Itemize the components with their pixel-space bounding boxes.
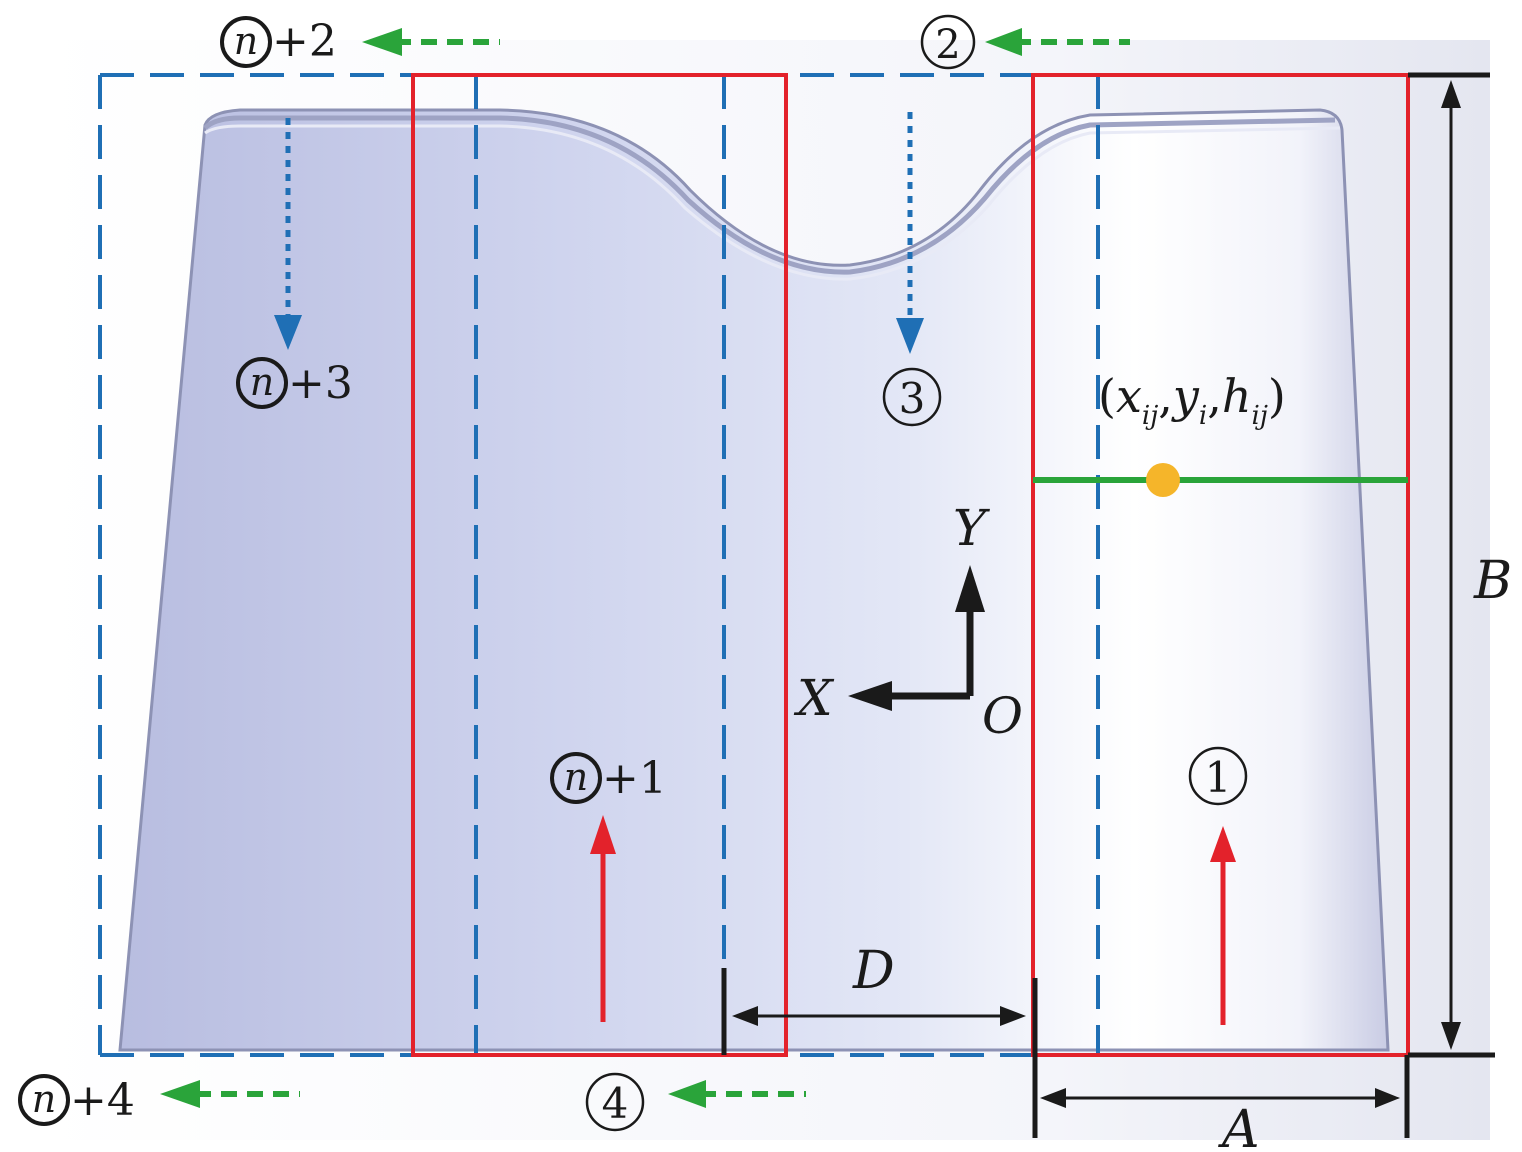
step-n2-suffix: +2 — [272, 16, 337, 67]
step-n1-marker: n +1 — [550, 752, 667, 804]
dim-A-label: A — [1218, 1100, 1260, 1152]
dim-B-label: B — [1473, 551, 1512, 611]
arrow-down-3-head — [896, 318, 924, 354]
step-n3-marker: n +3 — [236, 357, 353, 409]
arrow-left-4-head — [668, 1080, 706, 1108]
step-2-marker: 2 — [920, 14, 976, 70]
step-n4-suffix: +4 — [70, 1075, 135, 1126]
step-n2-marker: n +2 — [220, 16, 337, 68]
axis-x-label: X — [793, 669, 835, 727]
step-4-marker: 4 — [585, 1072, 645, 1132]
arrow-up-1-head — [1210, 826, 1236, 862]
dimension-A — [1032, 978, 1410, 1138]
dimension-B — [1408, 72, 1495, 1058]
coordinate-axes — [848, 565, 985, 711]
arrow-left-n4-head — [160, 1080, 200, 1108]
n-symbol: n — [250, 360, 274, 404]
arrow-down-n3-head — [274, 315, 302, 350]
step-1-marker: 1 — [1188, 746, 1248, 806]
step-2-label: 2 — [935, 22, 960, 68]
step-n1-suffix: +1 — [602, 753, 667, 804]
n-symbol: n — [32, 1077, 56, 1121]
arrow-left-n2-head — [362, 28, 402, 56]
step-4-label: 4 — [602, 1079, 629, 1128]
workpiece-rim — [203, 115, 1336, 275]
sample-point — [1146, 463, 1180, 497]
step-3-label: 3 — [899, 374, 926, 423]
green-arrows — [160, 28, 1130, 1108]
arrow-up-n1-head — [590, 815, 616, 854]
step-n4-marker: n +4 — [18, 1074, 135, 1126]
arrow-left-2-head — [985, 28, 1022, 56]
axis-y-label: Y — [953, 499, 990, 557]
dim-D-label: D — [852, 941, 895, 1001]
red-scan-path — [411, 73, 1410, 1057]
workpiece-body — [118, 108, 1390, 1052]
origin-label: O — [982, 687, 1023, 745]
step-1-label: 1 — [1205, 753, 1232, 802]
workpiece-rim-inner — [204, 124, 1341, 281]
step-3-marker: 3 — [882, 367, 942, 427]
n-symbol: n — [564, 755, 588, 799]
n-symbol: n — [234, 19, 258, 63]
dimension-D — [721, 968, 1026, 1055]
step-n3-suffix: +3 — [288, 358, 353, 409]
